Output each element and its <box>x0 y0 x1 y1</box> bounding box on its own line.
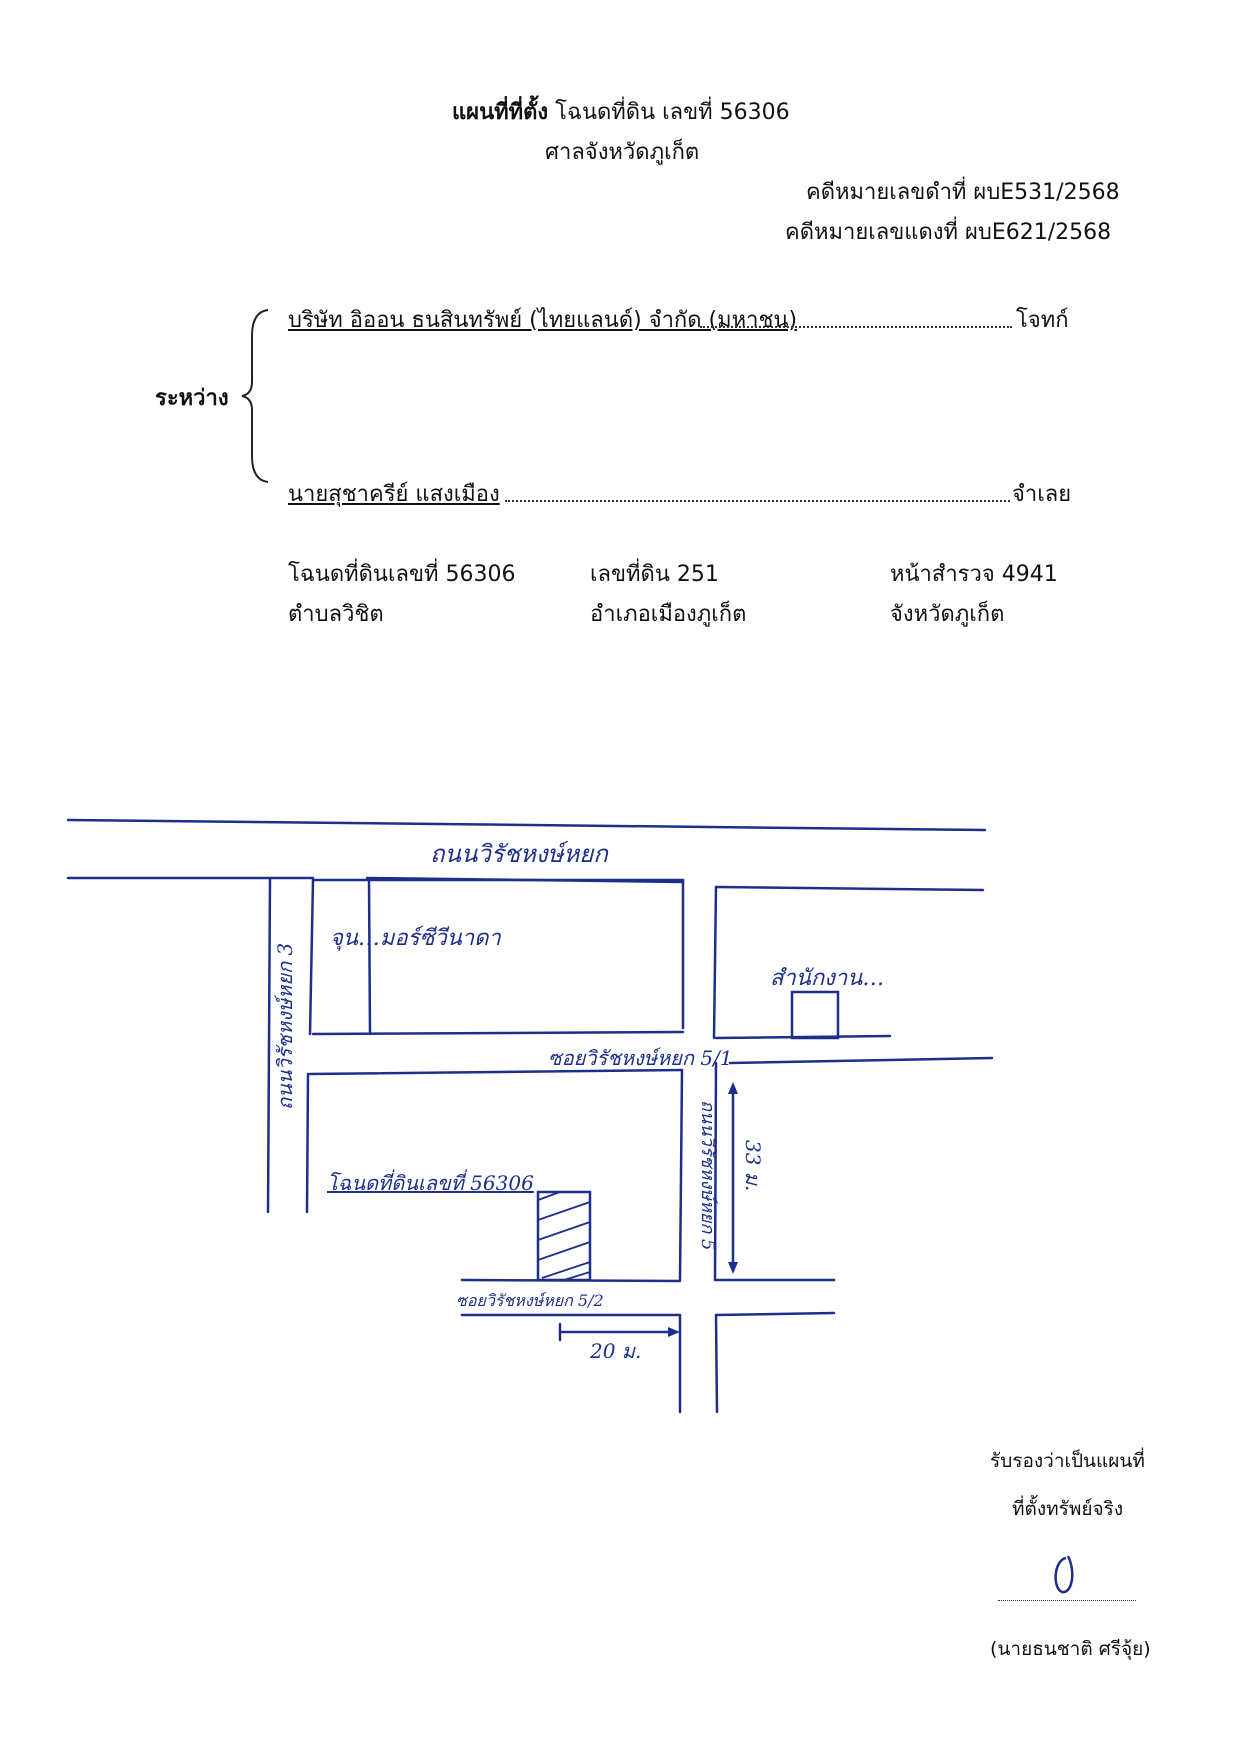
district: อำเภอเมืองภูเก็ต <box>590 602 747 627</box>
road-left-label: ถนนวิรัชหงษ์หยก 3 <box>273 943 297 1110</box>
arrow-heads <box>668 1082 738 1337</box>
office-building-box <box>790 990 840 1040</box>
defendant-name: นายสุชาครีย์ แสงเมือง <box>288 482 500 507</box>
document-title: แผนที่ที่ตั้ง โฉนดที่ดิน เลขที่ 56306 <box>452 94 790 129</box>
survey-page: หน้าสำรวจ 4941 <box>890 562 1058 587</box>
red-case-number: คดีหมายเลขแดงที่ ผบE621/2568 <box>785 220 1112 245</box>
road-top-label: ถนนวิรัชหงษ์หยก <box>430 840 609 868</box>
soi-52-label: ซอยวิรัชหงษ์หยก 5/2 <box>456 1291 604 1310</box>
certify-line-2: ที่ตั้งทรัพย์จริง <box>1012 1498 1124 1520</box>
province: จังหวัดภูเก็ต <box>890 602 1005 627</box>
between-label: ระหว่าง <box>155 386 229 411</box>
plaintiff-name: บริษัท อิออน ธนสินทรัพย์ (ไทยแลนด์) จำกั… <box>288 308 798 333</box>
plaintiff-role: โจทก์ <box>1016 308 1069 333</box>
defendant-role: จำเลย <box>1012 482 1072 507</box>
black-case-number: คดีหมายเลขดำที่ ผบE531/2568 <box>806 180 1120 205</box>
signature-dotted-line <box>998 1600 1136 1601</box>
certify-line-1: รับรองว่าเป็นแผนที่ <box>990 1450 1145 1472</box>
office-label: สำนักงาน… <box>770 966 884 991</box>
dim-horizontal-label: 20 ม. <box>589 1339 641 1363</box>
brace-icon <box>241 309 269 483</box>
road-top-line <box>66 818 987 832</box>
defendant-dotted-line <box>505 500 1010 502</box>
signature <box>1054 1555 1074 1594</box>
location-map: ถนนวิรัชหงษ์หยก จุน…มอร์ซีวีนาดา สำนักงา… <box>66 818 994 1414</box>
title-bold: แผนที่ที่ตั้ง <box>452 100 549 125</box>
deed-number: โฉนดที่ดินเลขที่ 56306 <box>288 562 516 587</box>
shop-label: จุน…มอร์ซีวีนาดา <box>330 925 501 951</box>
title-rest: โฉนดที่ดิน เลขที่ 56306 <box>555 100 790 125</box>
deed-map-label: โฉนดที่ดินเลขที่ 56306 <box>327 1169 534 1195</box>
land-number: เลขที่ดิน 251 <box>590 562 719 587</box>
subdistrict: ตำบลวิชิต <box>288 602 384 627</box>
deed-plot-hatch <box>537 1191 591 1281</box>
plaintiff-dotted-line <box>700 326 1012 328</box>
court-name: ศาลจังหวัดภูเก็ต <box>545 140 700 165</box>
soi-51-label: ซอยวิรัชหงษ์หยก 5/1 <box>548 1046 733 1070</box>
dim-vertical-label: 33 ม. <box>741 1140 765 1191</box>
signer-name: (นายธนชาติ ศรีจุ้ย) <box>990 1638 1151 1660</box>
road-mid-label: ถนนวิรัชหงษ์หยก 5 <box>697 1100 718 1251</box>
